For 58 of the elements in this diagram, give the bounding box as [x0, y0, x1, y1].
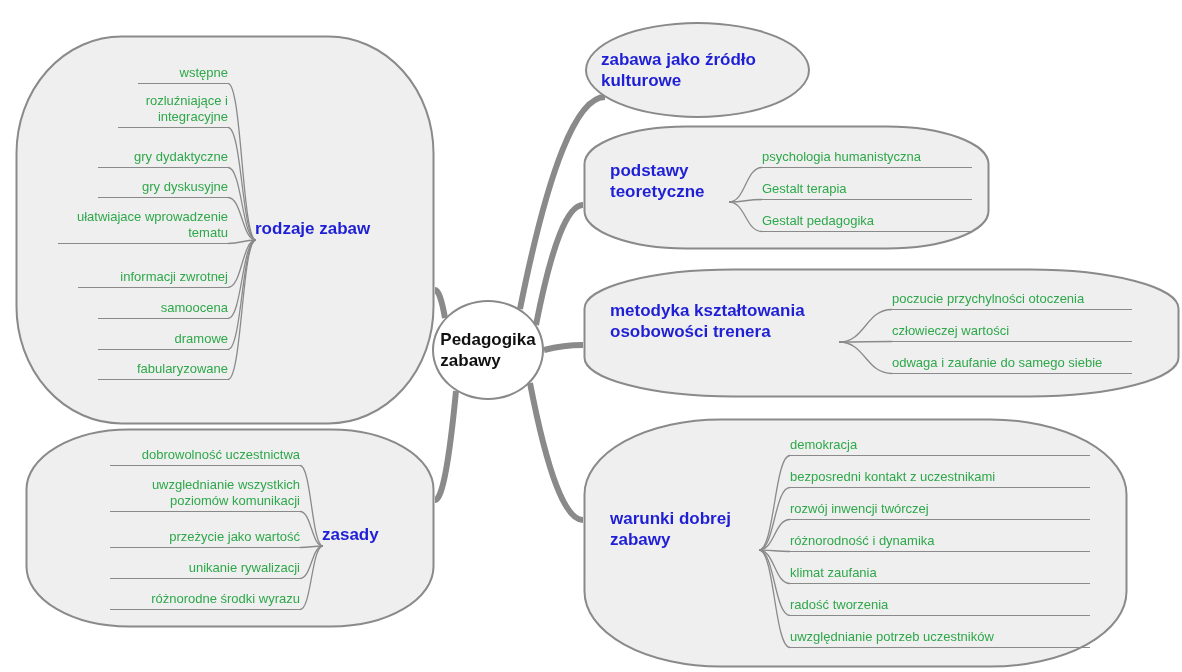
subtopic-label: różnorodne środki wyrazu [110, 591, 300, 610]
central-topic-ellipse: Pedagogika zabawy [432, 300, 544, 400]
topic-label: podstawy teoretyczne [610, 160, 730, 204]
subtopic-label: dramowe [98, 331, 228, 350]
subtopic-label: różnorodność i dynamika [790, 533, 1090, 552]
subtopic-label: przeżycie jako wartość [110, 529, 300, 548]
branch-line [527, 382, 584, 523]
branch-line [543, 342, 584, 353]
subtopic-label: uwzglednianie wszystkich poziomów komunikacji [110, 477, 300, 512]
subtopic-label: ułatwiajace wprowadzenie tematu [58, 209, 228, 244]
subtopic-label: gry dydaktyczne [98, 149, 228, 168]
branch-line [433, 287, 448, 319]
connector-line [227, 239, 257, 351]
branch-line [433, 390, 459, 503]
subtopic-label: unikanie rywalizacji [110, 560, 300, 579]
connector-line [758, 549, 791, 649]
connector-line [758, 454, 791, 551]
subtopic-label: samoocena [98, 300, 228, 319]
cloud-bubble [25, 428, 435, 628]
subtopic-label: dobrowolność uczestnictwa [110, 447, 300, 466]
cloud-bubble [583, 268, 1180, 398]
subtopic-label: odwaga i zaufanie do samego siebie [892, 355, 1132, 374]
connector-line [299, 545, 324, 611]
connector-line [728, 198, 763, 203]
cloud-bubble [583, 418, 1128, 668]
branch-line [517, 94, 606, 310]
connector-line [728, 201, 763, 233]
subtopic-label: fabularyzowane [98, 361, 228, 380]
subtopic-label: klimat zaufania [790, 565, 1090, 584]
connector-line [227, 82, 257, 241]
subtopic-label: rozluźniające i integracyjne [118, 93, 228, 128]
topic-label: warunki dobrej zabawy [610, 508, 760, 552]
connector-line [838, 341, 893, 375]
cloud-bubble [583, 125, 990, 250]
subtopic-label: psychologia humanistyczna [762, 149, 972, 168]
connector-line [227, 166, 257, 241]
connector-line [838, 340, 893, 343]
subtopic-label: demokracja [790, 437, 1090, 456]
connector-line [758, 549, 791, 617]
subtopic-label: Gestalt terapia [762, 181, 972, 200]
subtopic-label: radość tworzenia [790, 597, 1090, 616]
branch-line [533, 202, 584, 326]
topic-label: metodyka kształtowania osobowości trenera [610, 300, 840, 344]
subtopic-label: rozwój inwencji twórczej [790, 501, 1090, 520]
subtopic-label: informacji zwrotnej [78, 269, 228, 288]
topic-ellipse: zabawa jako źródło kulturowe [585, 22, 810, 118]
subtopic-label: bezposredni kontakt z uczestnikami [790, 469, 1090, 488]
topic-label: rodzaje zabaw [255, 218, 385, 242]
subtopic-label: uwzględnianie potrzeb uczestników [790, 629, 1090, 648]
topic-label: zasady [322, 524, 388, 548]
subtopic-label: wstępne [138, 65, 228, 84]
subtopic-label: gry dyskusyjne [98, 179, 228, 198]
connector-line [299, 464, 324, 547]
subtopic-label: człowieczej wartości [892, 323, 1132, 342]
connector-line [227, 239, 257, 381]
subtopic-label: Gestalt pedagogika [762, 213, 972, 232]
subtopic-label: poczucie przychylności otoczenia [892, 291, 1132, 310]
cloud-bubble [15, 35, 435, 425]
